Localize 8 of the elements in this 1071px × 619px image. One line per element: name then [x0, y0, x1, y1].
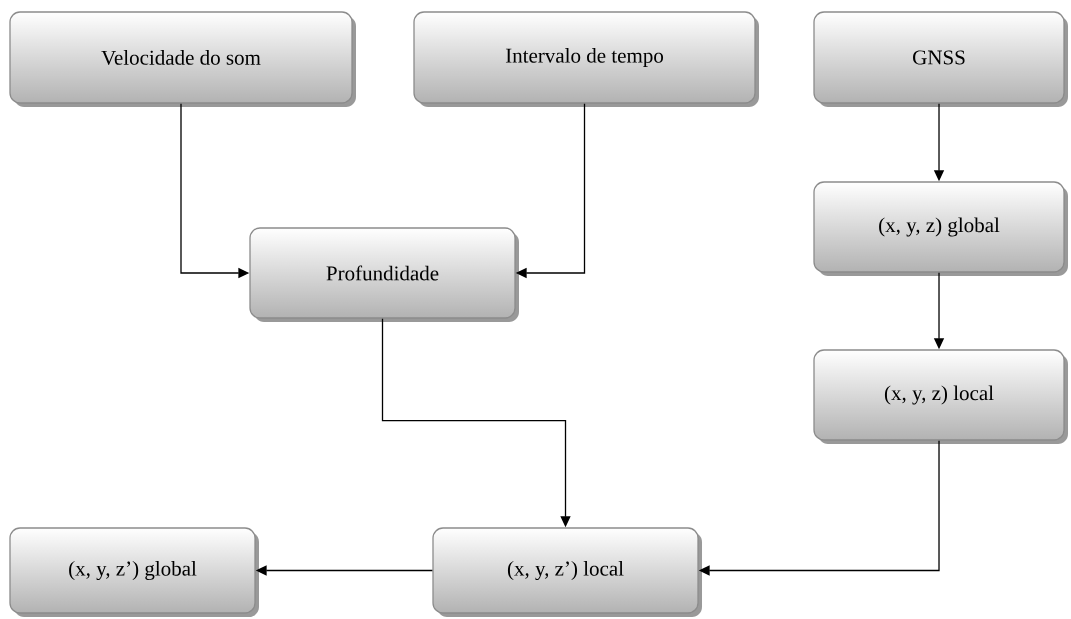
process-box: Intervalo de tempo: [413, 11, 759, 107]
process-box: (x, y, z) local: [813, 349, 1068, 444]
process-box: Velocidade do som: [9, 11, 356, 107]
process-box: GNSS: [813, 11, 1068, 107]
process-box: (x, y, z’) local: [432, 527, 702, 617]
process-box: (x, y, z’) global: [9, 527, 259, 617]
process-box: Profundidade: [249, 227, 519, 322]
process-box: (x, y, z) global: [813, 181, 1068, 276]
